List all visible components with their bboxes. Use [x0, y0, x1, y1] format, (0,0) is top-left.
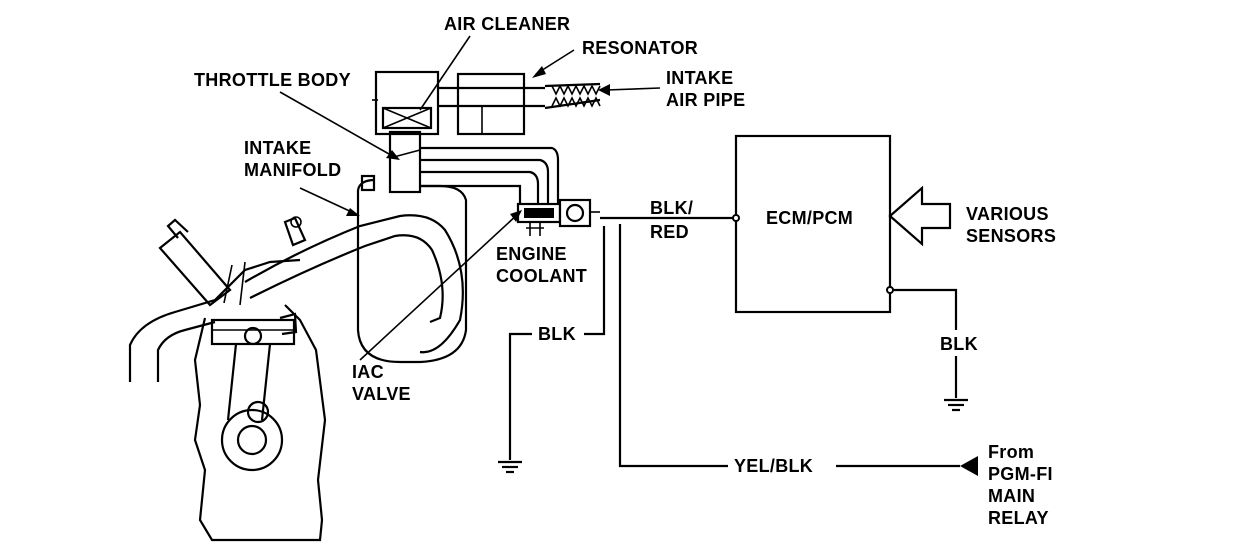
label-blk-red-2: RED — [650, 222, 689, 242]
intake-air-pipe — [544, 82, 601, 110]
throttle-body — [388, 130, 560, 206]
ground-symbol-right — [944, 398, 968, 412]
ecm-pcm-box — [734, 134, 892, 314]
label-from-3: MAIN — [988, 486, 1035, 506]
label-blk-right: BLK — [940, 334, 978, 354]
air-cleaner — [372, 70, 440, 136]
label-from-2: PGM-FI — [988, 464, 1053, 484]
label-engine-coolant-1: ENGINE — [496, 244, 567, 264]
label-intake-manifold-2: MANIFOLD — [244, 160, 341, 180]
label-intake-air-pipe-2: AIR PIPE — [666, 90, 745, 110]
intake-manifold — [244, 174, 468, 364]
label-iac-valve-1: IAC — [352, 362, 384, 382]
relay-arrowhead — [960, 456, 978, 476]
engine-block — [128, 216, 327, 542]
label-from-4: RELAY — [988, 508, 1049, 528]
label-blk-red-1: BLK/ — [650, 198, 693, 218]
label-engine-coolant-2: COOLANT — [496, 266, 587, 286]
label-intake-manifold-1: INTAKE — [244, 138, 311, 158]
iac-valve — [516, 198, 600, 236]
label-various-sensors-2: SENSORS — [966, 226, 1056, 246]
label-from-1: From — [988, 442, 1034, 462]
label-resonator: RESONATOR — [582, 38, 698, 58]
label-blk-left: BLK — [538, 324, 576, 344]
label-various-sensors-1: VARIOUS — [966, 204, 1049, 224]
label-yel-blk: YEL/BLK — [734, 456, 813, 476]
label-iac-valve-2: VALVE — [352, 384, 411, 404]
ground-symbol-left — [498, 460, 522, 474]
label-intake-air-pipe-1: INTAKE — [666, 68, 733, 88]
label-throttle-body: THROTTLE BODY — [194, 70, 351, 90]
leader-lines — [279, 35, 661, 361]
resonator — [438, 72, 545, 136]
sensor-input-arrow — [888, 185, 952, 247]
wiring — [508, 214, 960, 468]
label-air-cleaner: AIR CLEANER — [444, 14, 570, 34]
label-ecm-pcm: ECM/PCM — [766, 208, 853, 228]
